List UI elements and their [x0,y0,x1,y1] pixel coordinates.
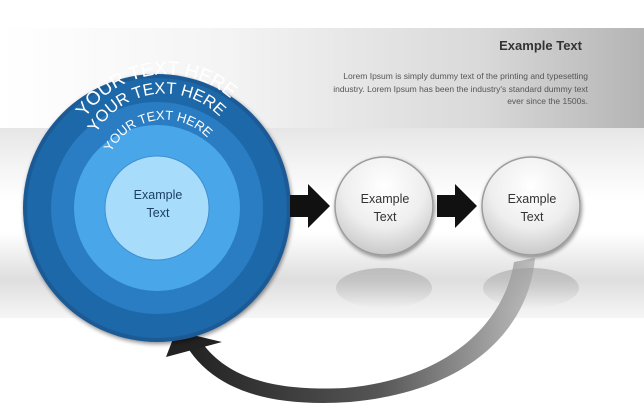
node-1-label: Example Text [335,190,435,226]
node-1-label-line1: Example [360,192,410,206]
header-body-text: Lorem Ipsum is simply dummy text of the … [333,71,588,106]
concentric-rings [23,74,291,342]
node-2-label-line1: Example [507,192,557,206]
right-arrow-icon [290,184,330,228]
right-arrow-icon [437,184,477,228]
node-circle-2 [481,156,581,256]
node-2-label: Example Text [482,190,582,226]
center-label-line1: Example [133,188,183,202]
core-circle [104,155,210,261]
node-reflection [336,268,432,308]
node-1-label-line2: Text [373,210,397,224]
node-2-label-line2: Text [520,210,544,224]
header-title: Example Text [499,38,582,53]
curved-return-arrow-icon [186,258,535,403]
center-label-line2: Text [146,206,170,220]
center-label: Example Text [108,186,208,222]
node-circle-1 [334,156,434,256]
node-reflection [483,268,579,308]
